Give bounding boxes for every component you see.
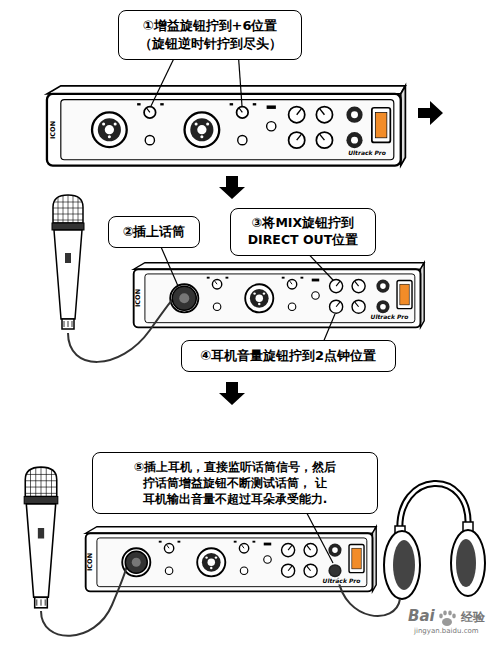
model-name: Ultrack Pro: [347, 151, 387, 158]
watermark: jingyan.baidu.com: [414, 628, 479, 636]
callout-text: ②插上话筒: [117, 223, 191, 241]
brand-mark: ICON: [88, 553, 95, 571]
callout-text: ⑤插上耳机，直接监听话筒信号，然后 拧话筒增益旋钮不断测试话筒， 让 耳机输出音…: [101, 459, 369, 508]
watermark-logo: [439, 611, 456, 626]
mic-cable: [41, 563, 128, 636]
callout-box: ③将MIX旋钮拧到 DIRECT OUT位置: [230, 208, 376, 256]
step-arrow: [219, 382, 245, 405]
brand-mark: ICON: [50, 121, 57, 139]
model-name: Ultrack Pro: [322, 578, 362, 585]
watermark: Bai: [408, 608, 435, 625]
brand-mark: ICON: [136, 289, 143, 307]
microphone: [52, 195, 84, 329]
headphone-plug: [330, 566, 340, 576]
watermark: 经验: [461, 611, 485, 624]
callout-text: ①增益旋钮拧到+6位置 （旋钮逆时针拧到尽头）: [127, 17, 293, 52]
step-arrow: [219, 176, 245, 199]
audio-interface: [134, 263, 425, 328]
callout-text: ③将MIX旋钮拧到 DIRECT OUT位置: [239, 215, 367, 249]
callout-box: ②插上话筒: [108, 216, 200, 248]
audio-interface: [86, 527, 377, 592]
mic-plug: [132, 558, 141, 567]
callout-box: ①增益旋钮拧到+6位置 （旋钮逆时针拧到尽头）: [118, 10, 302, 59]
mic-plug: [179, 293, 189, 303]
callout-box: ④耳机音量旋钮拧到2点钟位置: [181, 340, 396, 372]
mic-plug: [125, 551, 147, 573]
model-name: Ultrack Pro: [370, 314, 410, 321]
callout-text: ④耳机音量旋钮拧到2点钟位置: [190, 347, 387, 365]
mic-cable: [68, 298, 180, 362]
mic-plug: [172, 286, 196, 310]
microphone: [24, 467, 58, 608]
callout-box: ⑤插上耳机，直接监听话筒信号，然后 拧话筒增益旋钮不断测试话筒， 让 耳机输出音…: [92, 452, 378, 515]
audio-interface: [47, 86, 405, 166]
step-arrow: [418, 101, 443, 125]
